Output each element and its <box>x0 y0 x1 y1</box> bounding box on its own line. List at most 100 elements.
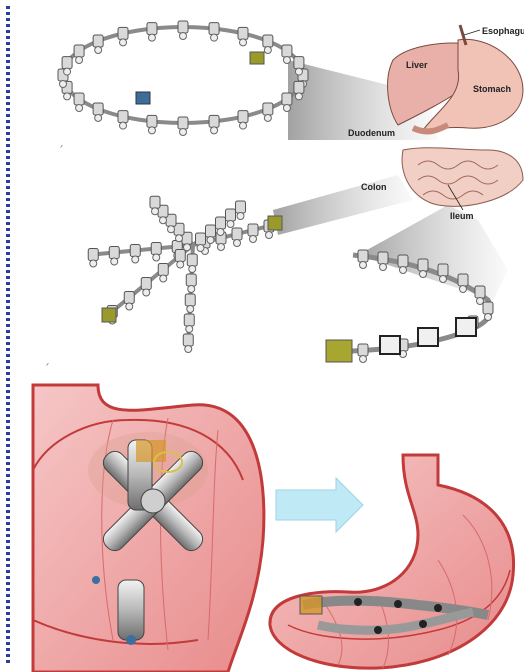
ring-module <box>282 45 292 57</box>
ring-module-wheel <box>76 57 83 64</box>
star-module <box>186 274 196 286</box>
ring-axis-marker: ᐟ <box>60 145 63 152</box>
star-module <box>183 334 193 346</box>
ring-module <box>93 35 103 47</box>
ring-module-wheel <box>264 114 271 121</box>
star-module-wheel <box>187 306 194 313</box>
star-module-wheel <box>177 261 184 268</box>
star-module-wheel <box>184 244 191 251</box>
star-olive-head-2 <box>102 308 116 322</box>
ring-chain <box>58 21 308 136</box>
ring-olive-module <box>250 52 264 64</box>
right-stomach-render <box>270 455 514 668</box>
ring-module-wheel <box>295 68 302 75</box>
left-stomach-render <box>33 385 264 672</box>
ring-module <box>263 35 273 47</box>
star-olive-head-1 <box>268 216 282 230</box>
star-module-wheel <box>160 275 167 282</box>
snake-module-wheel <box>420 271 427 278</box>
snake-module <box>418 259 428 271</box>
label-duodenum: Duodenum <box>348 128 395 138</box>
star-module <box>124 292 134 304</box>
star-module-wheel <box>132 256 139 263</box>
ring-module <box>238 111 248 123</box>
star-module-wheel <box>218 244 225 251</box>
snake-module-wheel <box>440 276 447 283</box>
star-module-wheel <box>186 326 193 333</box>
snake-module <box>475 286 485 298</box>
star-module-wheel <box>126 303 133 310</box>
ring-module <box>238 27 248 39</box>
ring-modules <box>58 21 308 136</box>
snake-module <box>398 255 408 267</box>
ring-module <box>294 57 304 69</box>
snake-dark-module-2 <box>418 328 438 346</box>
ring-module-wheel <box>148 34 155 41</box>
star-module <box>187 254 197 266</box>
label-liver: Liver <box>406 60 428 70</box>
label-stomach: Stomach <box>473 84 511 94</box>
snake-module <box>438 264 448 276</box>
ring-module <box>147 115 157 127</box>
star-module <box>236 201 246 213</box>
snake-module-wheel <box>360 262 367 269</box>
ring-module-wheel <box>211 127 218 134</box>
snake-module <box>358 344 368 356</box>
star-module-wheel <box>111 258 118 265</box>
ring-module <box>178 21 188 33</box>
snake-dark-module-1 <box>380 336 400 354</box>
snake-olive-head <box>326 340 352 362</box>
star-to-colon-cone <box>273 175 413 235</box>
ring-module <box>209 23 219 35</box>
ring-module-wheel <box>148 127 155 134</box>
ring-module-wheel <box>64 93 71 100</box>
star-module <box>196 233 206 245</box>
star-module-wheel <box>189 266 196 273</box>
star-axis-marker: ᐟ <box>46 363 49 370</box>
ring-module <box>282 93 292 105</box>
ring-module-wheel <box>240 39 247 46</box>
star-module <box>248 224 258 236</box>
star-module <box>175 250 185 262</box>
ring-module <box>93 103 103 115</box>
star-module-wheel <box>152 208 159 215</box>
star-module-wheel <box>90 260 97 267</box>
ring-module <box>74 93 84 105</box>
ring-module-wheel <box>240 122 247 129</box>
star-module <box>150 196 160 208</box>
snake-dark-module-3 <box>456 318 476 336</box>
label-ileum: Ileum <box>450 211 474 221</box>
ring-module <box>294 81 304 93</box>
star-module-wheel <box>250 236 257 243</box>
ring-module-wheel <box>295 93 302 100</box>
snake-module <box>358 250 368 262</box>
snake-module-wheel <box>477 298 484 305</box>
snake-module-wheel <box>380 264 387 271</box>
robot-modules-figure: ᐟ ᐟ Esophagus Liver Stomach Duodenum <box>18 0 524 672</box>
star-module-wheel <box>207 237 214 244</box>
star-module-wheel <box>197 245 204 252</box>
star-module <box>109 247 119 259</box>
star-module <box>130 245 140 257</box>
star-module <box>185 294 195 306</box>
star-module <box>226 209 236 221</box>
ring-module-wheel <box>211 34 218 41</box>
star-modules <box>88 196 274 352</box>
ring-module-wheel <box>264 47 271 54</box>
star-module <box>88 249 98 261</box>
star-module-wheel <box>234 240 241 247</box>
label-esophagus: Esophagus <box>482 26 524 36</box>
ring-module-wheel <box>180 33 187 40</box>
star-module <box>206 225 216 237</box>
star-module-wheel <box>188 286 195 293</box>
star-module-wheel <box>153 254 160 261</box>
ring-module <box>147 23 157 35</box>
star-module <box>151 243 161 255</box>
ring-module <box>209 115 219 127</box>
star-module-wheel <box>168 226 175 233</box>
ring-module-wheel <box>95 47 102 54</box>
snake-module <box>378 252 388 264</box>
transition-arrow <box>276 478 363 532</box>
ring-module <box>118 27 128 39</box>
star-module-wheel <box>227 221 234 228</box>
